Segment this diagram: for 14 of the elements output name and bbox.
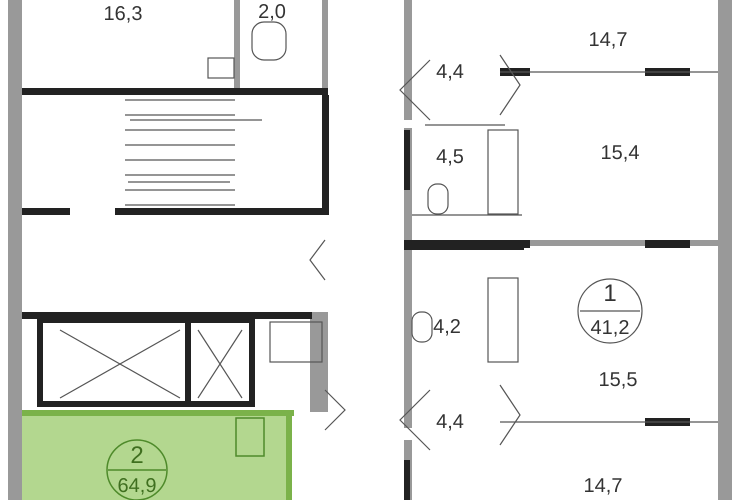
room-area-label: 16,3 [104,4,142,24]
room-area-label: 4,2 [433,317,461,337]
room-area-label: 14,7 [584,476,622,496]
room-area-label: 2,0 [258,2,286,22]
apartment-total-area: 64,9 [118,476,156,496]
apartment-number: 1 [603,282,617,306]
room-area-label: 15,4 [600,143,640,163]
room-area-label: 14,7 [588,30,628,50]
room-area-label: 4,4 [436,62,464,82]
apartment-number: 2 [130,444,144,468]
room-area-label: 4,5 [436,147,464,167]
room-area-label: 15,5 [598,370,638,390]
room-area-label: 4,4 [436,412,464,432]
apartment-total-area: 41,2 [590,318,630,338]
